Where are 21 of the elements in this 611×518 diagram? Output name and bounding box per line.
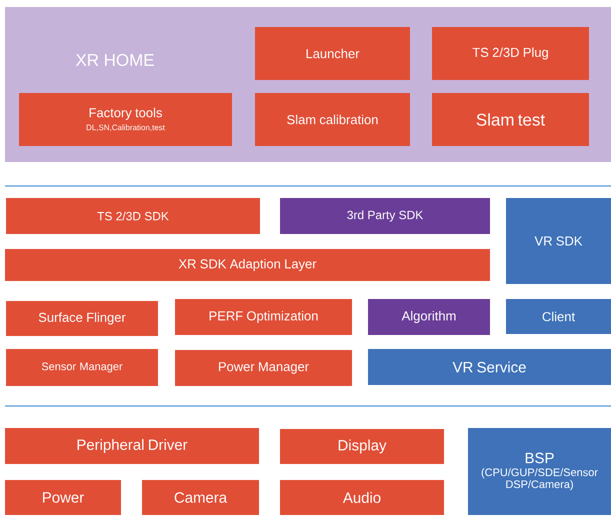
- module-box: Display: [280, 429, 444, 464]
- module-box: Algorithm: [368, 299, 490, 335]
- module-box: Client: [506, 299, 611, 334]
- module-box: Surface Flinger: [6, 301, 158, 336]
- module-box: Audio: [280, 480, 444, 515]
- module-box: VR Service: [368, 349, 611, 385]
- module-box: Camera: [142, 480, 259, 515]
- module-box: BSP (CPU/GUP/SDE/Sensor DSP/Camera): [468, 428, 611, 515]
- module-box: Launcher: [255, 27, 410, 80]
- module-box: PERF Optimization: [175, 299, 352, 335]
- module-box: TS 2/3D Plug: [432, 27, 589, 80]
- module-box: Peripheral Driver: [5, 428, 259, 464]
- module-box: Slam test: [432, 93, 589, 146]
- module-box: Power Manager: [175, 350, 352, 386]
- module-box: Slam calibration: [255, 93, 410, 146]
- module-box: XR SDK Adaption Layer: [5, 249, 490, 281]
- module-box: Sensor Manager: [6, 349, 158, 386]
- module-box: VR SDK: [506, 198, 611, 284]
- module-box: 3rd Party SDK: [280, 198, 490, 234]
- module-box: Power: [5, 480, 121, 515]
- module-box: TS 2/3D SDK: [6, 198, 260, 234]
